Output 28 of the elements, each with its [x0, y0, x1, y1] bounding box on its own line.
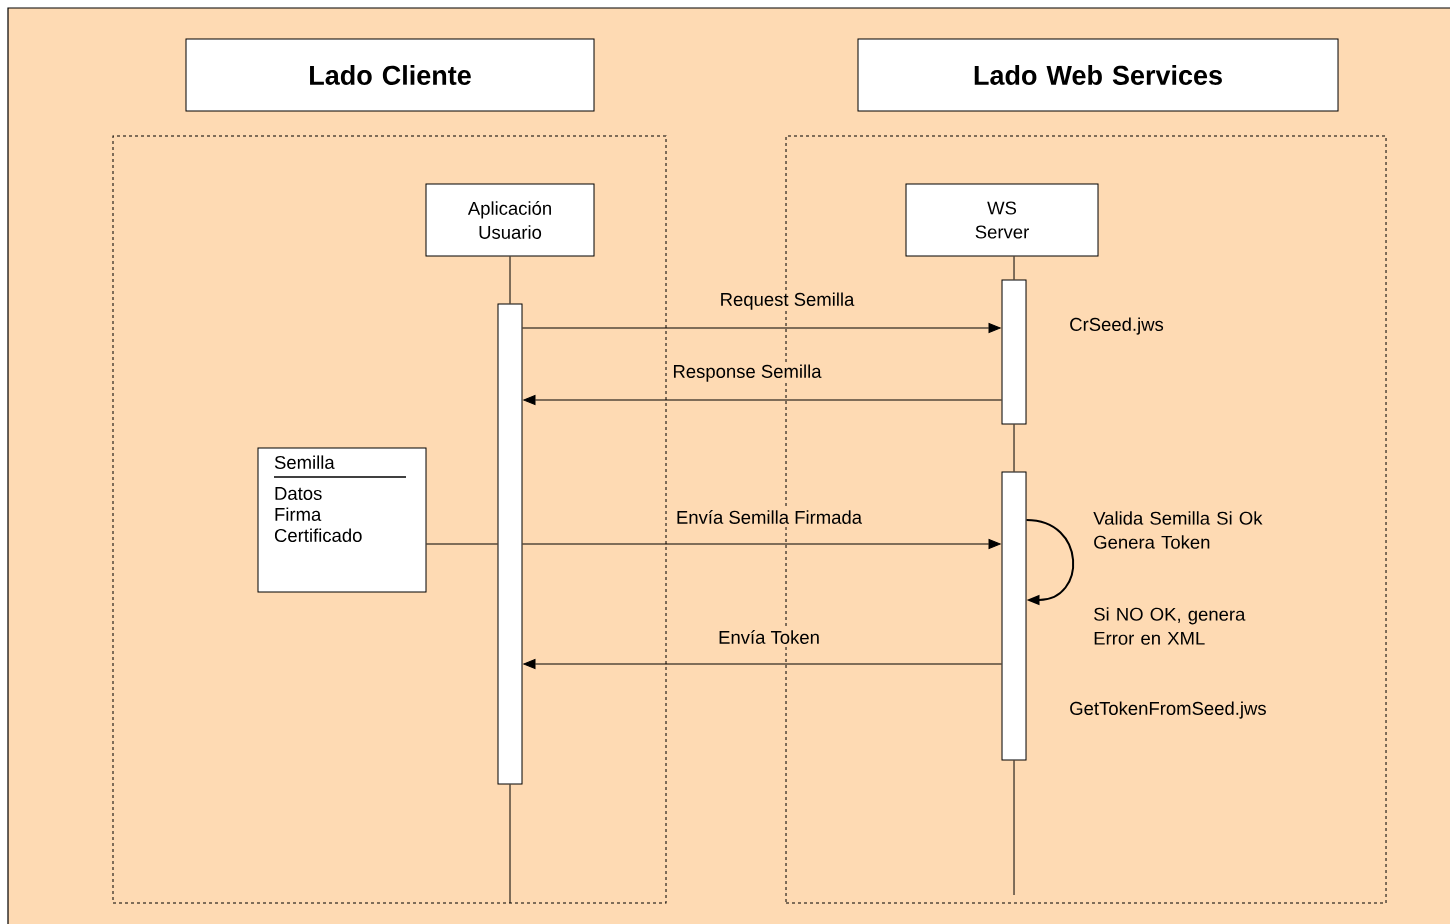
- edge-label: Envía Semilla Firmada: [674, 509, 864, 525]
- note: Valida Semilla Si Ok Genera Token: [1093, 511, 1263, 549]
- message-arrow: [522, 539, 1001, 549]
- lifeline: [1013, 424, 1015, 472]
- dashed-region: [112, 135, 667, 904]
- participant-box: WS Server: [905, 183, 1099, 257]
- note: Si NO OK, genera Error en XML: [1094, 607, 1246, 645]
- edge-label: Response Semilla: [671, 363, 823, 383]
- participant-box: Aplicación Usuario: [425, 183, 595, 257]
- message-arrow: [523, 395, 1002, 405]
- message-arrow: [522, 323, 1001, 333]
- edge-label: Request Semilla: [718, 291, 856, 311]
- note: GetTokenFromSeed.jws: [1070, 701, 1266, 719]
- lifeline: [1013, 760, 1015, 896]
- lifeline: [509, 256, 511, 304]
- activation-bar: [1001, 471, 1027, 761]
- header-box: Lado Web Services: [857, 38, 1339, 112]
- header-box: Lado Cliente: [185, 38, 595, 112]
- lifeline: [1013, 256, 1015, 280]
- lifeline: [509, 784, 511, 904]
- self-call-arrow: [1025, 519, 1075, 606]
- activation-bar: [497, 303, 523, 785]
- edge-label: Envía Token: [717, 629, 821, 645]
- activation-bar: [1001, 279, 1027, 425]
- connector-line: [426, 543, 498, 545]
- message-arrow: [523, 659, 1002, 669]
- class-box: Semilla Datos Firma Certificado: [257, 447, 427, 593]
- note: CrSeed.jws: [1070, 317, 1164, 335]
